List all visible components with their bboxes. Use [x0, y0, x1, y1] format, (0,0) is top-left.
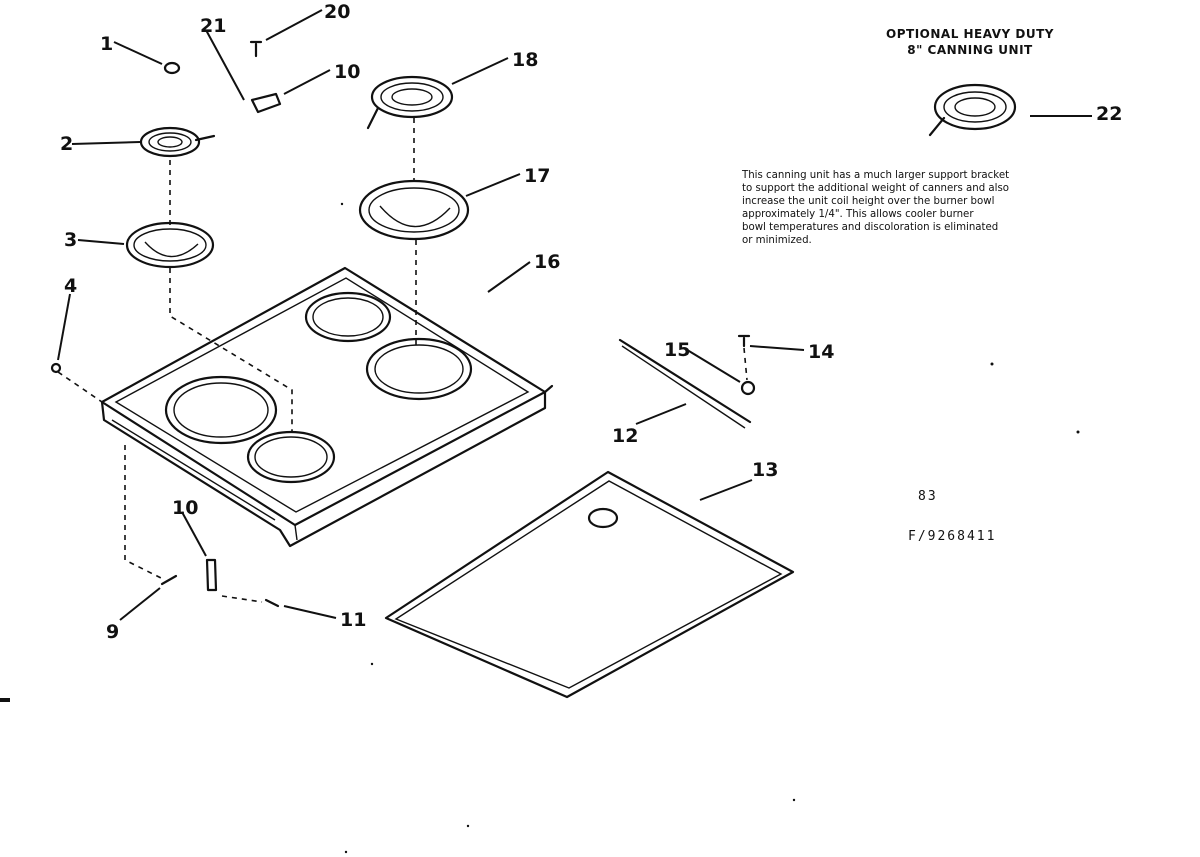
- note-line-4: approximately 1/4". This allows cooler b…: [742, 209, 974, 220]
- canning-title-line1: OPTIONAL HEAVY DUTY: [886, 27, 1054, 41]
- callout-1: 1: [100, 33, 113, 55]
- small-clip-part: [163, 61, 181, 75]
- callout-10-lower: 10: [172, 497, 198, 519]
- explosion-lines: [57, 118, 748, 603]
- canning-unit-note: This canning unit has a much larger supp…: [741, 170, 1009, 246]
- scan-specks: [0, 202, 1080, 854]
- callout-11: 11: [340, 609, 366, 631]
- note-line-5: bowl temperatures and discoloration is e…: [742, 222, 998, 233]
- note-line-1: This canning unit has a much larger supp…: [741, 170, 1009, 181]
- callout-10-upper: 10: [334, 61, 360, 83]
- callout-15: 15: [664, 339, 690, 361]
- callout-9: 9: [106, 621, 119, 643]
- callout-20: 20: [324, 1, 350, 23]
- stamp-line-2: F/9268411: [908, 529, 996, 544]
- callout-16: 16: [534, 251, 560, 273]
- callout-14: 14: [808, 341, 834, 363]
- leader-lines: [57, 9, 1092, 621]
- terminal-block: [249, 40, 282, 114]
- note-line-3: increase the unit coil height over the b…: [742, 196, 994, 207]
- screw-part: [50, 362, 62, 374]
- large-drip-bowl: [358, 179, 470, 241]
- canning-title-line2: 8" CANNING UNIT: [907, 43, 1033, 57]
- canning-unit-coil: [928, 83, 1017, 137]
- callout-17: 17: [524, 165, 550, 187]
- callout-3: 3: [64, 229, 77, 251]
- cooktop-main-top: [100, 266, 554, 548]
- bracket-hardware: [160, 558, 280, 608]
- drawing-stamp: 83 F/9268411: [908, 489, 996, 544]
- trim-strip: [618, 334, 756, 429]
- small-surface-element: [139, 126, 216, 158]
- note-line-6: or minimized.: [742, 235, 812, 246]
- callout-12: 12: [612, 425, 638, 447]
- stamp-line-1: 83: [918, 489, 938, 504]
- callout-labels: 1 21 20 10 18 2 17 3 4 16 15 14 12 13 10…: [60, 1, 1122, 643]
- callout-4: 4: [64, 275, 77, 297]
- callout-22: 22: [1096, 103, 1122, 125]
- callout-18: 18: [512, 49, 538, 71]
- small-drip-bowl: [125, 221, 215, 269]
- large-surface-element: [366, 75, 454, 130]
- callout-2: 2: [60, 133, 73, 155]
- canning-unit-heading: OPTIONAL HEAVY DUTY 8" CANNING UNIT: [886, 27, 1054, 57]
- callout-21: 21: [200, 15, 226, 37]
- lower-panel: [384, 470, 795, 699]
- callout-13: 13: [752, 459, 778, 481]
- note-line-2: to support the additional weight of cann…: [742, 183, 1009, 194]
